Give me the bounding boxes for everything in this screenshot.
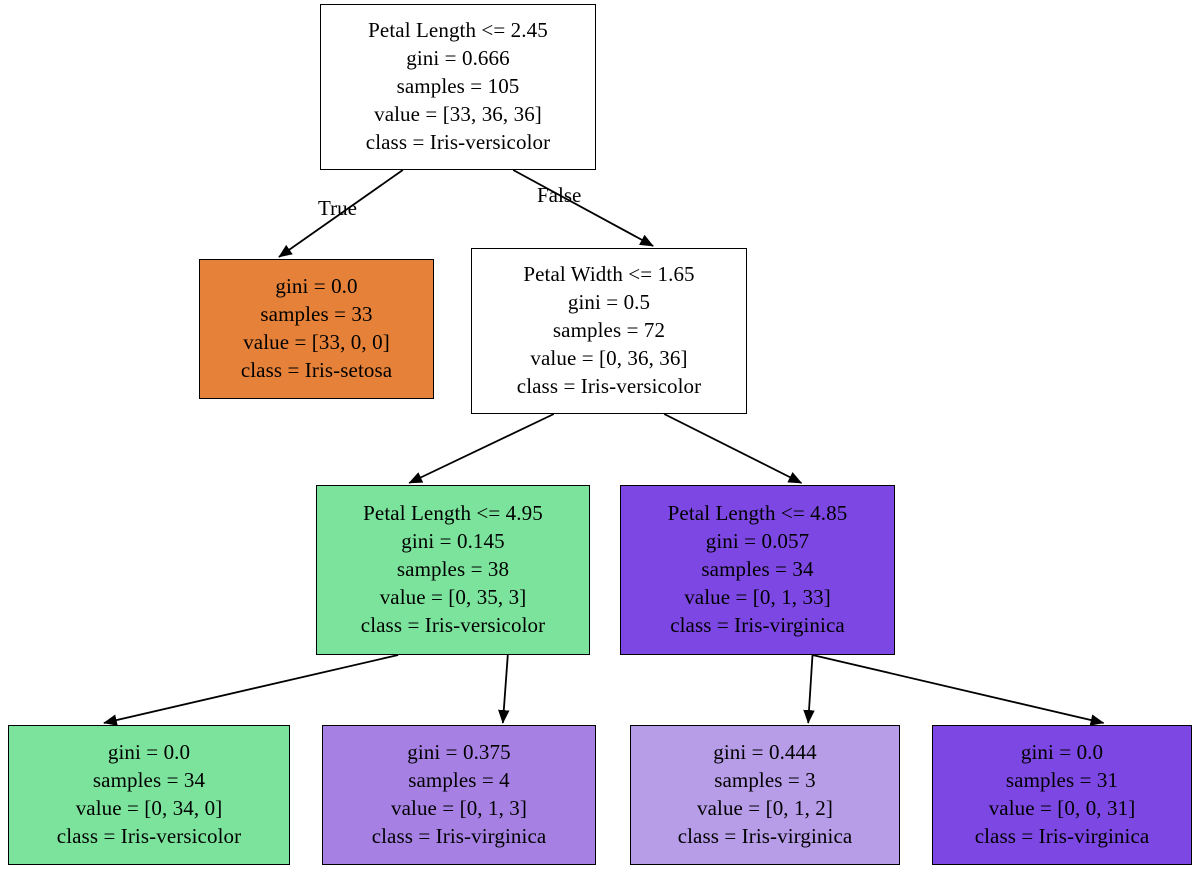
edge-label-true: True — [318, 196, 357, 220]
tree-node: gini = 0.444 samples = 3 value = [0, 1, 2]… — [630, 725, 900, 865]
node-value: value = [0, 34, 0] — [75, 796, 223, 820]
node-class: class = Iris-virginica — [677, 823, 853, 848]
node-value: value = [0, 0, 31] — [988, 796, 1136, 820]
node-samples: samples = 72 — [552, 318, 666, 343]
node-samples: samples = 31 — [1005, 768, 1119, 793]
node-condition: Petal Length <= 2.45 — [368, 18, 548, 43]
node-samples: samples = 38 — [396, 557, 510, 582]
node-value: value = [0, 1, 2] — [696, 796, 833, 820]
node-condition: Petal Length <= 4.85 — [667, 501, 848, 526]
tree-node: Petal Length <= 4.85 gini = 0.057 samples … — [620, 485, 895, 655]
node-samples: samples = 3 — [714, 768, 816, 793]
node-gini: gini = 0.666 — [406, 46, 510, 71]
node-class: class = Iris-setosa — [240, 357, 393, 382]
node-gini: gini = 0.0 — [1020, 740, 1104, 765]
node-gini: gini = 0.0 — [275, 274, 358, 299]
tree-edge — [803, 654, 815, 724]
node-samples: samples = 34 — [701, 557, 814, 582]
tree-edge — [512, 169, 654, 247]
node-value: value = [0, 1, 3] — [390, 796, 527, 820]
tree-edge — [663, 413, 803, 484]
tree-edge — [103, 654, 399, 726]
tree-node: gini = 0.0 samples = 34 value = [0, 34, 0]… — [8, 725, 290, 865]
node-condition: Petal Length <= 4.95 — [363, 501, 543, 526]
edge-label-false: False — [537, 183, 582, 207]
node-value: value = [33, 0, 0] — [243, 330, 390, 354]
node-gini: gini = 0.145 — [401, 529, 505, 554]
node-condition: Petal Width <= 1.65 — [523, 262, 695, 287]
node-gini: gini = 0.444 — [713, 740, 817, 765]
node-gini: gini = 0.0 — [107, 740, 191, 765]
node-gini: gini = 0.375 — [407, 740, 511, 765]
tree-node: Petal Width <= 1.65 gini = 0.5 samples = 7… — [471, 248, 747, 414]
node-value: value = [0, 36, 36] — [530, 345, 688, 370]
node-class: class = Iris-versicolor — [516, 373, 702, 398]
node-value: value = [0, 1, 33] — [684, 584, 831, 609]
node-gini: gini = 0.057 — [705, 529, 810, 554]
node-samples: samples = 105 — [396, 74, 520, 99]
tree-node: gini = 0.375 samples = 4 value = [0, 1, 3]… — [322, 725, 596, 865]
node-samples: samples = 33 — [260, 302, 373, 327]
node-class: class = Iris-virginica — [670, 612, 845, 637]
node-class: class = Iris-virginica — [974, 823, 1150, 848]
tree-node: Petal Length <= 4.95 gini = 0.145 samples … — [316, 485, 590, 655]
node-class: class = Iris-versicolor — [365, 129, 551, 154]
node-class: class = Iris-versicolor — [56, 823, 242, 848]
node-value: value = [33, 36, 36] — [374, 101, 542, 126]
tree-node: Petal Length <= 2.45 gini = 0.666 samples … — [320, 4, 596, 170]
tree-edge — [408, 413, 555, 484]
node-samples: samples = 34 — [92, 768, 206, 793]
tree-edge — [812, 654, 1105, 726]
tree-edge — [498, 654, 510, 724]
node-samples: samples = 4 — [408, 768, 510, 793]
tree-node: gini = 0.0 samples = 31 value = [0, 0, 31]… — [932, 725, 1192, 865]
tree-node: gini = 0.0 samples = 33 value = [33, 0, 0]… — [199, 259, 434, 399]
node-class: class = Iris-virginica — [371, 823, 547, 848]
node-value: value = [0, 35, 3] — [379, 584, 527, 609]
node-gini: gini = 0.5 — [567, 290, 651, 315]
node-class: class = Iris-versicolor — [360, 612, 546, 637]
